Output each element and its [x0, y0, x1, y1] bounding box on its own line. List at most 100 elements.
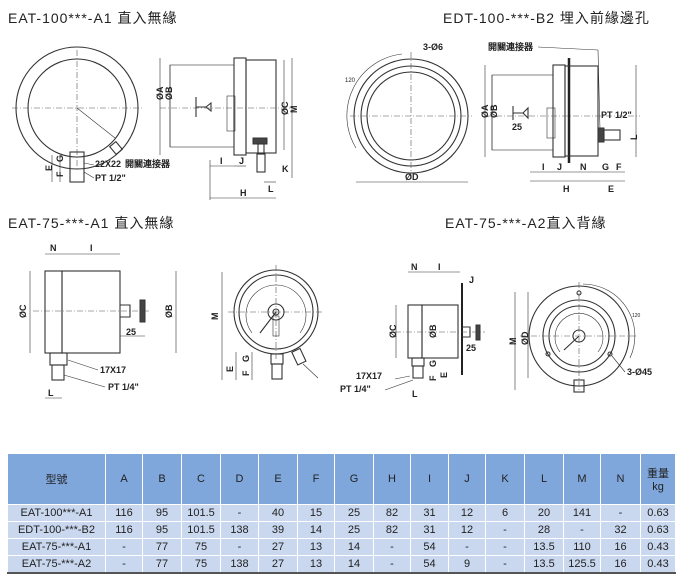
model-cell: EDT-100-***-B2	[7, 521, 106, 539]
value-cell: -	[373, 538, 411, 556]
column-header: H	[373, 453, 411, 505]
value-cell: 13.5	[524, 538, 564, 556]
value-cell: 54	[410, 538, 449, 556]
value-cell: -	[485, 538, 525, 556]
knob-dim-label: 25	[466, 343, 476, 353]
thread-label: PT 1/4"	[108, 382, 139, 392]
dim-c-label: ØC	[18, 304, 28, 318]
value-cell: 13	[297, 555, 335, 574]
value-cell: 77	[142, 555, 182, 574]
value-cell: 138	[220, 521, 259, 539]
column-header: M	[563, 453, 601, 505]
dim-f-label: F	[616, 162, 622, 172]
dim-b-label: ØB	[428, 324, 438, 338]
dim-l-label: L	[629, 134, 639, 140]
connector-label: 開關連接器	[125, 158, 171, 169]
dim-b-label: ØB	[164, 86, 174, 100]
knob-dim-label: 25	[126, 327, 136, 337]
title-edt100-b2: EDT-100-***-B2 埋入前緣邊孔	[443, 10, 650, 26]
value-cell: 16	[600, 555, 641, 574]
value-cell: 125.5	[563, 555, 601, 574]
fitting-size-label: 17X17	[100, 365, 126, 375]
edt100-b2-front-view: 120 3-Ø6 ØD	[345, 42, 472, 183]
value-cell: 16	[600, 538, 641, 556]
value-cell: 110	[563, 538, 601, 556]
dim-e-label: E	[608, 184, 614, 194]
value-cell: 25	[334, 521, 374, 539]
dim-i-label: I	[220, 156, 223, 166]
value-cell: 27	[258, 538, 298, 556]
value-cell: 82	[373, 504, 411, 522]
edt100-b2-side-view: 開關連接器 PT 1/2" 25 ØA ØB L I J N G F H E	[480, 41, 640, 194]
dim-b-label: ØB	[489, 104, 499, 118]
value-cell: 77	[142, 538, 182, 556]
dim-g-label: G	[55, 155, 65, 162]
dim-b-label: ØB	[164, 304, 174, 318]
dim-c-label: ØC	[280, 101, 290, 115]
value-cell: 12	[448, 504, 486, 522]
column-header: E	[258, 453, 298, 505]
value-cell: -	[448, 538, 486, 556]
dim-l-label: L	[48, 388, 54, 398]
value-cell: 141	[563, 504, 601, 522]
dim-g-label: G	[428, 360, 438, 367]
dim-h-label: H	[240, 188, 247, 198]
dim-e-label: E	[44, 165, 54, 171]
dim-c-label: ØC	[388, 324, 398, 338]
value-cell: -	[220, 504, 259, 522]
value-cell: 13.5	[524, 555, 564, 574]
dim-f-label: F	[55, 171, 65, 177]
value-cell: 12	[448, 521, 486, 539]
value-cell: 101.5	[181, 521, 221, 539]
value-cell: 75	[181, 538, 221, 556]
value-cell: -	[105, 538, 143, 556]
value-cell: 14	[334, 538, 374, 556]
value-cell: 32	[600, 521, 641, 539]
column-header: K	[485, 453, 525, 505]
angle-label: 120	[632, 313, 641, 319]
title-eat75-a1: EAT-75-***-A1 直入無緣	[8, 215, 175, 231]
value-cell: 14	[334, 555, 374, 574]
holes-label: 3-Ø45	[627, 367, 652, 377]
connector-label: 開關連接器	[488, 41, 534, 52]
value-cell: 116	[105, 521, 143, 539]
value-cell: 28	[524, 521, 564, 539]
column-header: L	[524, 453, 564, 505]
value-cell: 39	[258, 521, 298, 539]
dim-n-label: N	[580, 162, 587, 172]
value-cell: 31	[410, 521, 449, 539]
column-header: D	[220, 453, 259, 505]
value-cell: -	[220, 538, 259, 556]
value-cell: 31	[410, 504, 449, 522]
dim-l-label: L	[412, 389, 418, 399]
dim-k-label: K	[282, 164, 289, 174]
thread-label: PT 1/4"	[340, 384, 371, 394]
column-header: A	[105, 453, 143, 505]
value-cell: 0.63	[640, 521, 676, 539]
value-cell: 6	[485, 504, 525, 522]
dim-e-label: E	[439, 372, 449, 378]
value-cell: 13	[297, 538, 335, 556]
value-cell: 9	[448, 555, 486, 574]
technical-drawings: E F G 22X22 開關連接器 PT 1/2" ØA ØB ØC M I J…	[12, 41, 652, 399]
model-cell: EAT-75-***-A2	[7, 555, 106, 574]
value-cell: 75	[181, 555, 221, 574]
dim-f-label: F	[241, 370, 251, 376]
dim-n-label: N	[50, 243, 57, 253]
eat100-a1-side-view: ØA ØB ØC M I J K L H	[155, 57, 299, 200]
angle-label: 120	[345, 78, 356, 84]
model-cell: EAT-100***-A1	[7, 504, 106, 522]
column-header: J	[448, 453, 486, 505]
dim-a-label: ØA	[155, 86, 165, 100]
eat100-a1-front-view: E F G 22X22 開關連接器 PT 1/2"	[12, 46, 171, 183]
eat75-a2-front-view: 120 3-Ø45 M ØD	[508, 282, 652, 393]
value-cell: -	[485, 521, 525, 539]
knob-dim-label: 25	[512, 122, 522, 132]
dim-n-label: N	[411, 262, 418, 272]
dim-j-label: J	[469, 275, 474, 285]
